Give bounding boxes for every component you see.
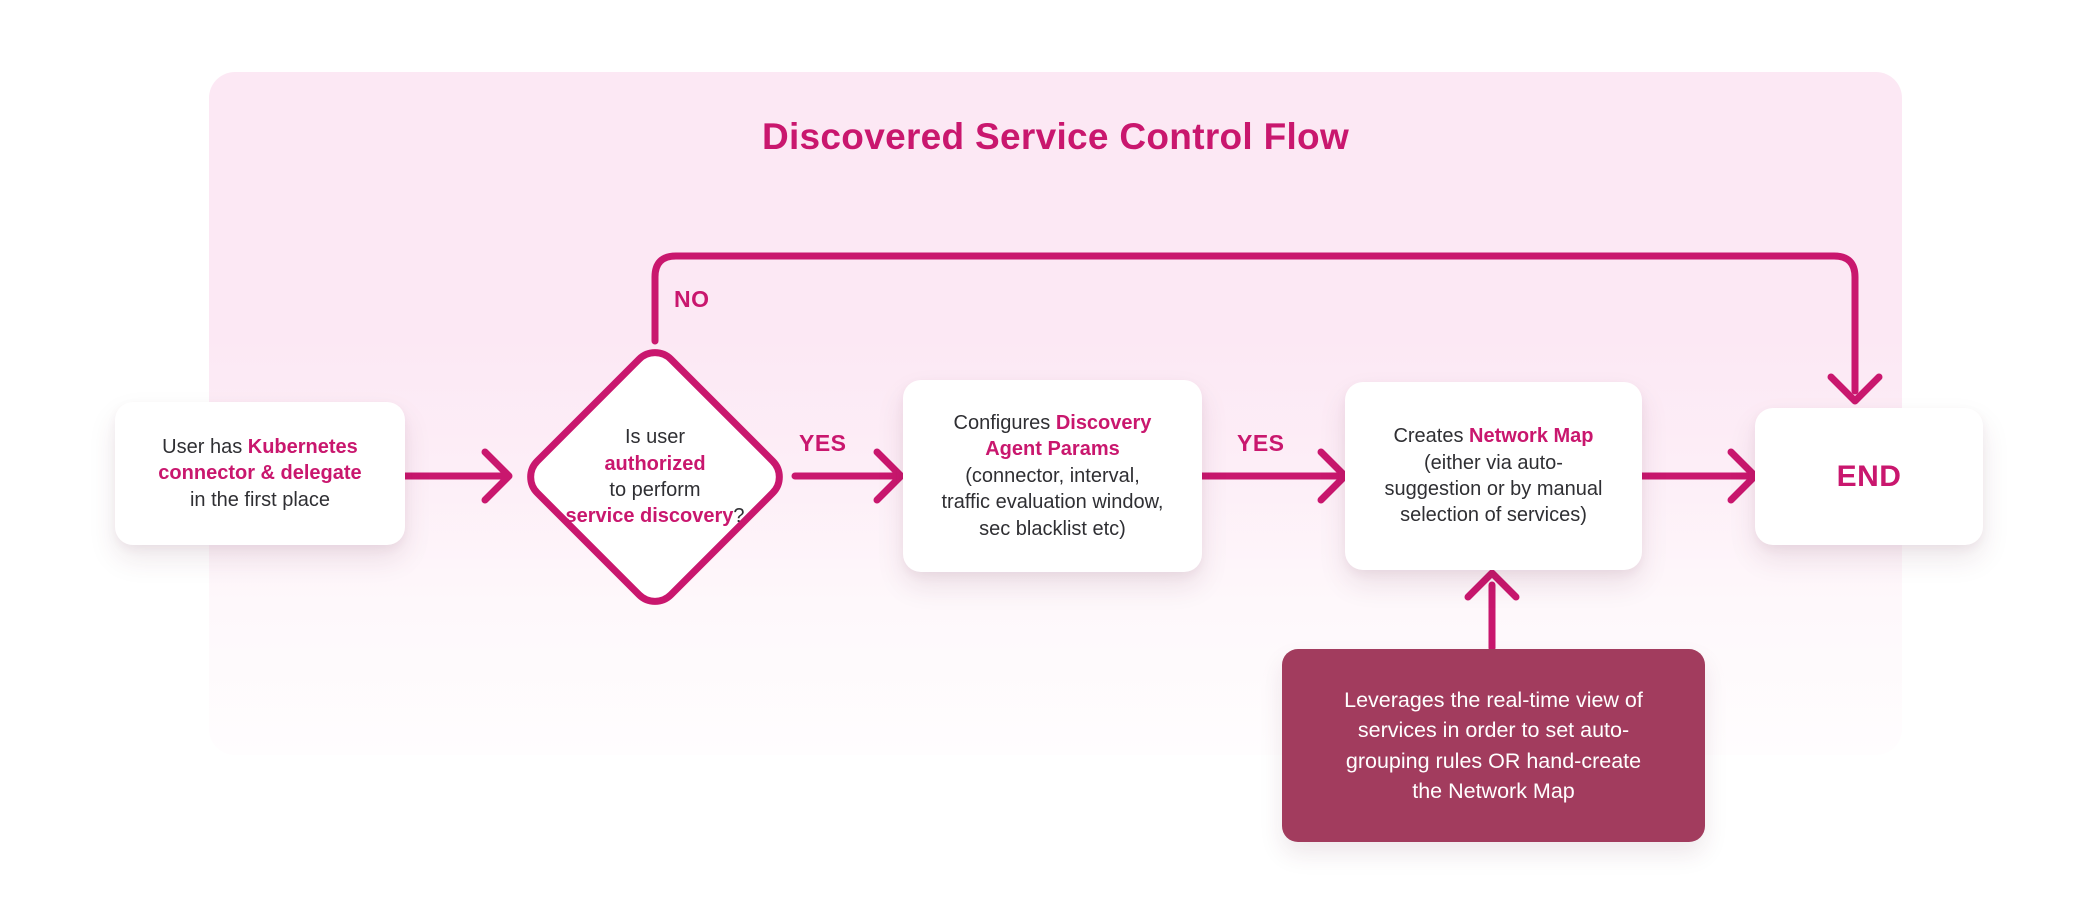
label-yes-2: YES bbox=[1237, 430, 1285, 456]
node-create-network-map: Creates Network Map (either via auto- su… bbox=[1345, 382, 1642, 570]
end-label: END bbox=[1836, 459, 1902, 493]
node-start: User has Kubernetes connector & delegate… bbox=[115, 402, 405, 545]
node-end: END bbox=[1755, 408, 1983, 545]
page-title: Discovered Service Control Flow bbox=[761, 116, 1350, 157]
node-create-text: Creates Network Map (either via auto- su… bbox=[1384, 425, 1603, 527]
label-yes-1: YES bbox=[799, 430, 847, 456]
node-start-text: User has Kubernetes connector & delegate… bbox=[158, 435, 362, 511]
label-no: NO bbox=[674, 286, 710, 312]
note-text: Leverages the real-time view of services… bbox=[1344, 688, 1643, 803]
decision-text: Is user authorized to perform service di… bbox=[565, 426, 745, 528]
decision-diamond-text: Is user authorized to perform service di… bbox=[535, 405, 775, 549]
node-configure-params: Configures Discovery Agent Params (conne… bbox=[903, 380, 1202, 572]
note-box: Leverages the real-time view of services… bbox=[1282, 649, 1705, 842]
node-configure-text: Configures Discovery Agent Params (conne… bbox=[941, 412, 1164, 540]
